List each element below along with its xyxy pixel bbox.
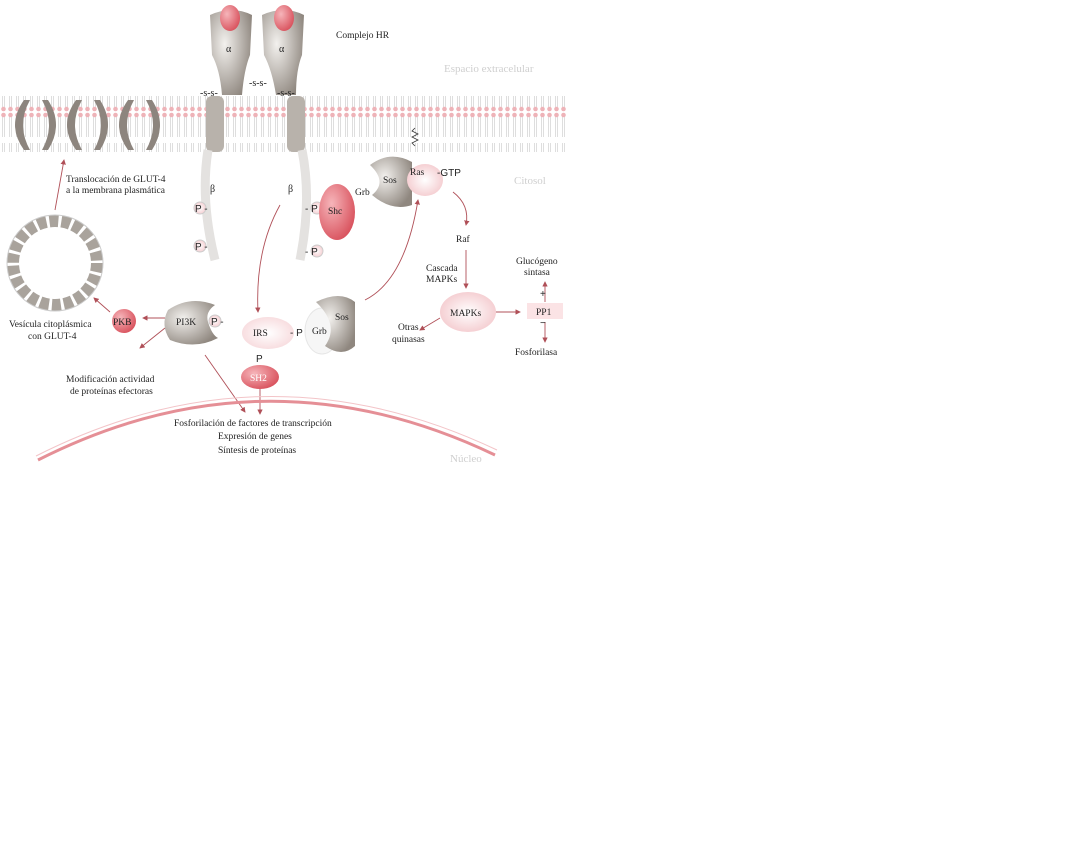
activation-sign: + (540, 289, 546, 300)
other-kinases-label: Otras (398, 323, 419, 333)
glut4-transporters (15, 100, 160, 150)
nuclear-effect-label: Fosforilación de factores de transcripci… (174, 418, 332, 429)
nuclear-effect-label: Síntesis de proteínas (218, 446, 296, 456)
pkb-label: PKB (113, 318, 131, 328)
translocation-label: Translocación de GLUT-4 (66, 175, 166, 185)
glycogen-synthase-label: Glucógeno (516, 257, 558, 267)
glycogen-synthase-label: sintasa (524, 268, 551, 278)
alpha-subunit-label: α (279, 44, 285, 55)
pi3k-protein (164, 301, 218, 345)
pkb-protein (112, 309, 136, 333)
sos-label: Sos (335, 313, 349, 323)
extracellular-label: Espacio extracelular (444, 63, 534, 75)
sos-protein (316, 296, 355, 352)
modification-label: Modificación actividad (66, 374, 155, 385)
pp1-protein (527, 303, 563, 319)
translocation-label: a la membrana plasmática (66, 186, 166, 196)
phosphate-label: P - (195, 242, 208, 253)
cytosol-label: Citosol (514, 175, 546, 187)
other-kinases-label: quinasas (392, 335, 425, 345)
sh2-label: SH2 (250, 374, 267, 384)
sos-label: Sos (383, 176, 397, 186)
ras-anchor (411, 127, 419, 147)
alpha-subunit-label: α (226, 44, 232, 55)
phosphate-label: - P (305, 204, 318, 215)
pi3k-label: PI3K (176, 318, 196, 328)
phosphate-label: - P (290, 328, 303, 339)
phosphate-label: P (256, 354, 263, 365)
insulin-receptor (200, 5, 312, 262)
nuclear-envelope (35, 395, 498, 462)
complex-label: Complejo HR (336, 31, 390, 41)
raf-label: Raf (456, 234, 471, 245)
shc-protein (319, 184, 355, 240)
sh2-protein (241, 365, 279, 389)
shc-label: Shc (328, 207, 342, 217)
modification-label: de proteínas efectoras (70, 386, 153, 397)
sos-protein (370, 156, 412, 208)
irs-label: IRS (253, 329, 268, 339)
ras-label: Ras (410, 168, 425, 178)
insulin-molecule (274, 5, 294, 31)
mapks-label: MAPKs (450, 309, 481, 319)
nucleus-label: Núcleo (450, 453, 482, 465)
ras-protein (407, 164, 443, 196)
disulfide-label: -s-s- (200, 88, 218, 99)
cascade-label: Cascada (426, 264, 458, 274)
beta-subunit-label: β (288, 184, 293, 195)
phosphate-label: - P (305, 247, 318, 258)
pp1-label: PP1 (536, 308, 552, 318)
beta-subunit-label: β (210, 184, 215, 195)
irs-protein (242, 317, 294, 349)
phosphate-icon (208, 314, 222, 328)
gtp-label: -GTP (437, 168, 461, 179)
plasma-membrane (0, 96, 568, 152)
phosphate-label: P - (195, 204, 208, 215)
phosphate-label: P - (211, 317, 224, 328)
grb-label: Grb (355, 188, 370, 198)
disulfide-label: -s-s- (277, 88, 295, 99)
insulin-molecule (220, 5, 240, 31)
glut4-vesicle (6, 214, 104, 312)
cascade-label: MAPKs (426, 275, 457, 285)
inhibition-sign: − (540, 318, 546, 329)
mapks-protein (440, 292, 496, 332)
vesicle-label: con GLUT-4 (28, 332, 77, 342)
vesicle-label: Vesícula citoplásmica (9, 320, 92, 330)
nuclear-effect-label: Expresión de genes (218, 432, 292, 442)
disulfide-label: -s-s- (249, 78, 267, 89)
grb-label: Grb (312, 327, 327, 337)
phosphorylase-label: Fosforilasa (515, 347, 558, 358)
